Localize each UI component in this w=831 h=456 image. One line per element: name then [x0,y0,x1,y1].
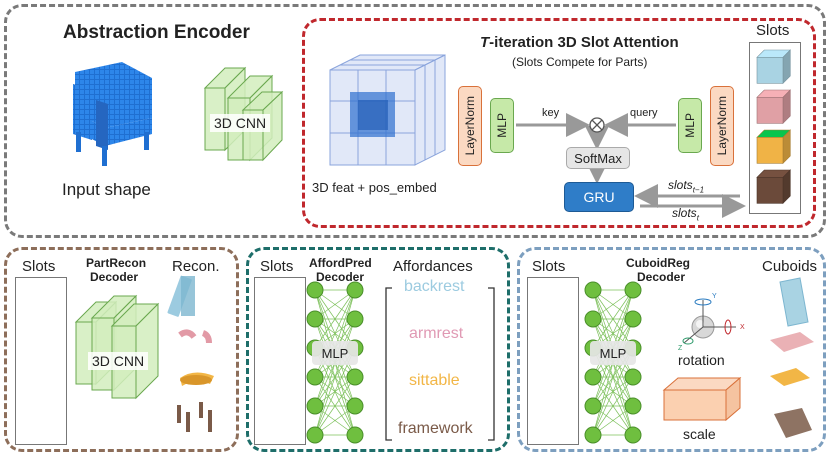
slots-next-text: slots [672,206,697,220]
cuboidreg-mlp-box: MLP [590,341,636,365]
affordpred-mlp-box: MLP [312,341,358,365]
affordance-backrest: backrest [404,278,465,295]
slots-next-label: slotst [672,206,699,222]
affordpred-decoder-panel [246,247,510,452]
gru-box: GRU [564,182,634,212]
layernorm-left-label: LayerNorm [463,96,477,156]
mlp-left-label: MLP [495,113,509,138]
affordpred-title-2: Decoder [316,270,365,284]
abstraction-encoder-panel [4,4,826,238]
affordpred-slots-column [254,277,306,445]
partrecon-slots-label: Slots [22,258,56,275]
attention-subtitle: (Slots Compete for Parts) [512,55,648,69]
softmax-label: SoftMax [574,150,622,166]
key-label: key [542,107,560,119]
gru-label: GRU [583,189,615,205]
partrecon-decoder-panel [4,247,239,452]
slots-prev-label: slotst−1 [668,178,704,194]
layernorm-right-box: LayerNorm [710,86,734,166]
query-label: query [630,107,658,119]
affordpred-mlp-label: MLP [321,345,349,361]
affordpred-slots-label: Slots [260,258,294,275]
cuboidreg-title-2: Decoder [637,270,686,284]
layernorm-right-label: LayerNorm [715,96,729,156]
encoder-slots-column [749,42,801,214]
recon-label: Recon. [172,258,220,275]
encoder-cnn-label: 3D CNN [210,114,271,132]
cuboids-label: Cuboids [762,258,818,275]
cuboidreg-slots-column [527,277,579,445]
encoder-title: Abstraction Encoder [63,22,250,43]
attention-title-rest: -iteration 3D Slot Attention [489,34,679,51]
layernorm-left-box: LayerNorm [458,86,482,166]
cuboidreg-mlp-label: MLP [599,345,627,361]
mlp-right-box: MLP [678,98,702,153]
affordances-label: Affordances [393,258,473,275]
cuboidreg-slots-label: Slots [532,258,566,275]
slot-attention-panel [302,18,816,228]
attention-title-t: T [480,34,490,51]
slots-prev-text: slots [668,178,693,192]
attention-title: T-iteration 3D Slot Attention [480,34,679,51]
affordpred-title-1: AffordPred [309,256,372,270]
slots-next-sub: t [696,213,699,223]
slots-prev-sub: t−1 [692,185,705,195]
partrecon-title-1: PartRecon [86,256,147,270]
input-shape-label: Input shape [62,180,151,199]
partrecon-slots-column [15,277,67,445]
cuboidreg-title-1: CuboidReg [626,256,690,270]
feature-label: 3D feat + pos_embed [312,180,437,195]
rotation-label: rotation [678,352,725,368]
scale-label: scale [683,426,716,442]
affordance-framework: framework [398,420,473,437]
encoder-slots-label: Slots [756,22,790,39]
mlp-left-box: MLP [490,98,514,153]
mlp-right-label: MLP [683,113,697,138]
partrecon-title-2: Decoder [90,270,139,284]
partrecon-cnn-label: 3D CNN [88,352,149,370]
softmax-box: SoftMax [566,147,630,169]
affordance-armrest: armrest [409,325,464,342]
cuboidreg-decoder-panel [517,247,826,452]
affordance-sittable: sittable [409,372,460,389]
